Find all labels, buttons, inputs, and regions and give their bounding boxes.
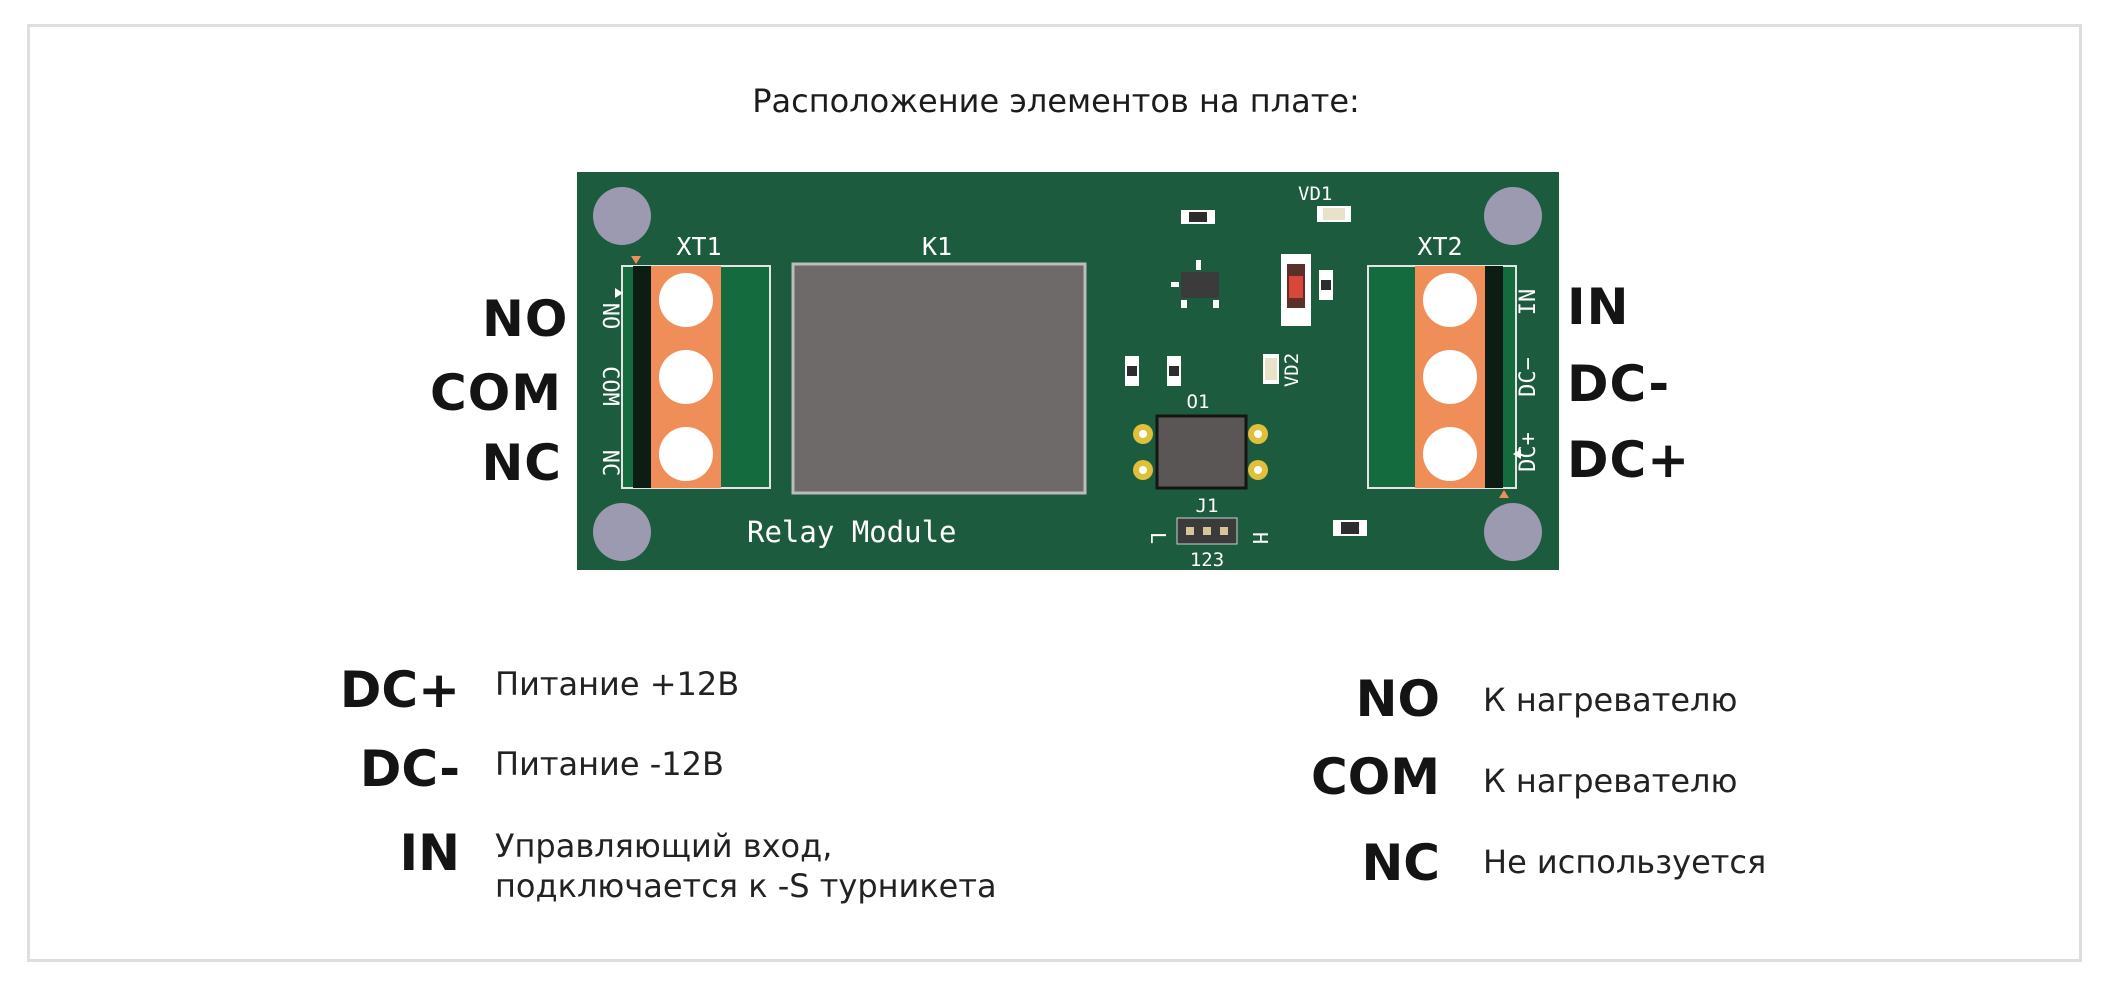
pcb-board: XT1 NO COM NC K1 VD1 VD2 bbox=[577, 172, 1559, 570]
mounting-hole-top-left bbox=[593, 187, 651, 245]
legend-code-dc-plus: DC+ bbox=[339, 661, 460, 719]
legend-desc-in: Управляющий вход, подключается к -S турн… bbox=[495, 826, 997, 906]
legend-desc-line: подключается к -S турникета bbox=[495, 867, 997, 905]
relay-k1 bbox=[791, 262, 1087, 495]
legend-desc-com: К нагревателю bbox=[1483, 761, 1737, 801]
legend-desc-dc-minus: Питание -12В bbox=[495, 744, 724, 784]
mounting-hole-bottom-left bbox=[593, 503, 651, 561]
ref-vd1: VD1 bbox=[1298, 183, 1332, 205]
legend-desc-line: К нагревателю bbox=[1483, 762, 1738, 800]
mounting-hole-bottom-right bbox=[1484, 503, 1542, 561]
pin-label-nc: NC bbox=[481, 434, 562, 492]
legend-desc-nc: Не используется bbox=[1483, 842, 1766, 882]
legend-desc-line: Не используется bbox=[1483, 843, 1767, 881]
optocoupler-o1 bbox=[1133, 414, 1268, 490]
legend-code-dc-minus: DC- bbox=[359, 740, 460, 798]
ref-xt1: XT1 bbox=[676, 232, 721, 261]
silk-left-nc: NC bbox=[597, 450, 622, 477]
ref-xt2: XT2 bbox=[1417, 232, 1462, 261]
legend-desc-line: Питание -12В bbox=[495, 745, 724, 783]
terminal-block-xt2 bbox=[1367, 265, 1521, 498]
legend-desc-line: Питание +12В bbox=[495, 665, 740, 703]
j1-pin-numbers: 123 bbox=[1190, 549, 1224, 570]
legend-code-nc: NC bbox=[1361, 834, 1440, 892]
j1-label-left: L bbox=[1146, 532, 1170, 544]
ref-j1: J1 bbox=[1196, 495, 1219, 517]
silk-left-no: NO bbox=[597, 303, 622, 330]
mounting-hole-top-right bbox=[1484, 187, 1542, 245]
legend-code-no: NO bbox=[1355, 670, 1440, 728]
pin-label-dc-minus: DC- bbox=[1567, 355, 1671, 413]
silk-left-com: COM bbox=[597, 366, 622, 406]
legend-code-in: IN bbox=[399, 824, 460, 882]
silk-right-dc-plus: DC+ bbox=[1516, 432, 1541, 472]
pin-label-in: IN bbox=[1567, 278, 1630, 336]
j1-label-right: H bbox=[1248, 532, 1272, 544]
silk-right-in: IN bbox=[1516, 289, 1541, 316]
pin-label-no: NO bbox=[482, 290, 569, 348]
legend-desc-no: К нагревателю bbox=[1483, 680, 1737, 720]
ref-o1: O1 bbox=[1187, 391, 1210, 413]
smd-components bbox=[1125, 206, 1367, 536]
silk-right-dc-minus: DC− bbox=[1516, 357, 1541, 397]
pin-label-com: COM bbox=[430, 364, 562, 422]
ref-vd2: VD2 bbox=[1281, 353, 1303, 387]
legend-desc-line: Управляющий вход, bbox=[495, 827, 833, 865]
legend-desc-line: К нагревателю bbox=[1483, 681, 1738, 719]
page-title: Расположение элементов на плате: bbox=[752, 82, 1360, 120]
frame bbox=[27, 24, 2082, 962]
terminal-block-xt1 bbox=[615, 256, 771, 489]
legend-code-com: COM bbox=[1311, 748, 1440, 806]
legend-desc-dc-plus: Питание +12В bbox=[495, 664, 739, 704]
silk-board-name: Relay Module bbox=[747, 515, 957, 549]
pin-label-dc-plus: DC+ bbox=[1567, 431, 1691, 489]
jumper-j1 bbox=[1176, 517, 1238, 545]
ref-k1: K1 bbox=[922, 232, 952, 261]
